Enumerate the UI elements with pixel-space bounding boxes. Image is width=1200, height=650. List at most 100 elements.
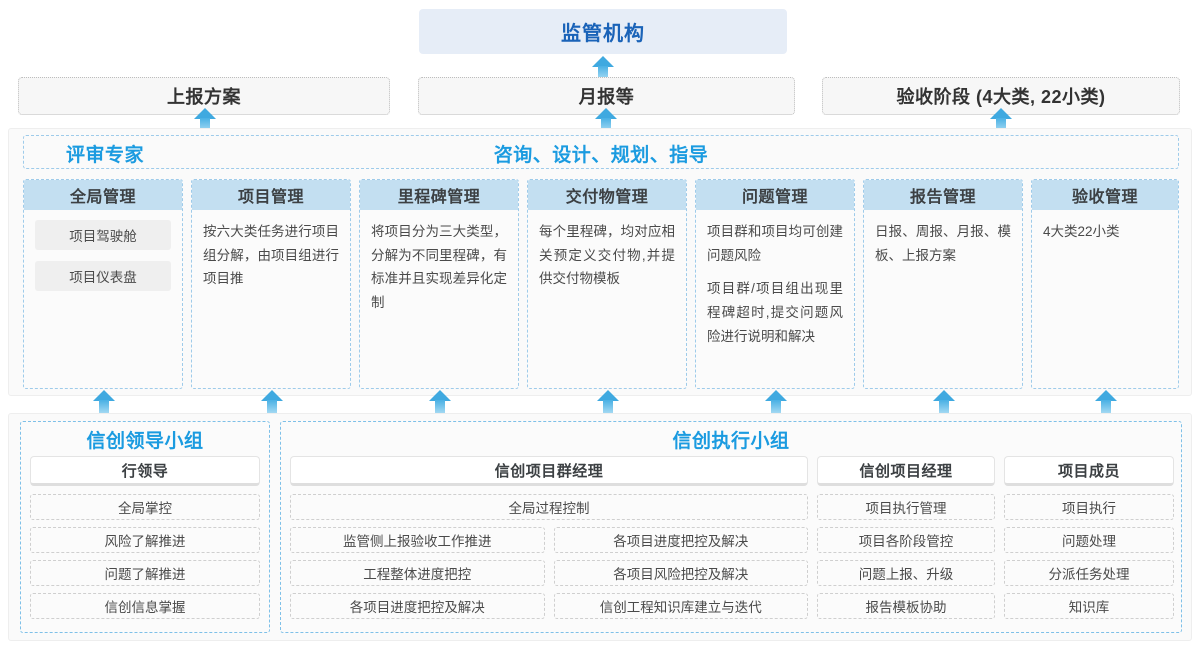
column-title: 报告管理 xyxy=(864,180,1022,210)
role-column-bank-leader: 行领导 全局掌控 风险了解推进 问题了解推进 信创信息掌握 xyxy=(30,456,260,619)
arrow-shaft xyxy=(267,400,277,414)
band-label-consulting: 咨询、设计、规划、指导 xyxy=(493,144,709,166)
team-group-leadership: 信创领导小组 行领导 全局掌控 风险了解推进 问题了解推进 信创信息掌握 xyxy=(20,421,270,633)
task-item: 问题上报、升级 xyxy=(817,560,995,586)
arrow-head-icon xyxy=(933,390,955,401)
column-paragraph: 按六大类任务进行项目组分解，由项目组进行项目推 xyxy=(203,224,339,287)
arrow-up-to-report-1 xyxy=(595,108,617,132)
task-item: 全局掌控 xyxy=(30,494,260,520)
role-columns: 行领导 全局掌控 风险了解推进 问题了解推进 信创信息掌握 xyxy=(21,456,269,619)
arrow-head-icon xyxy=(597,390,619,401)
column-body: 将项目分为三大类型，分解为不同里程碑，有标准并且实现差异化定制 xyxy=(360,210,518,323)
column-body: 按六大类任务进行项目组分解，由项目组进行项目推 xyxy=(192,210,350,299)
arrow-up-to-column-1 xyxy=(261,390,283,414)
management-column-deliverable: 交付物管理 每个里程碑，均对应相关预定义交付物,并提供交付物模板 xyxy=(527,179,687,389)
column-paragraph: 项目群/项目组出现里程碑超时,提交问题风险进行说明和解决 xyxy=(707,281,843,344)
task-item: 风险了解推进 xyxy=(30,527,260,553)
task-subcolumn-right: 各项目进度把控及解决 各项目风险把控及解决 信创工程知识库建立与迭代 xyxy=(553,527,808,619)
column-body: 日报、周报、月报、模板、上报方案 xyxy=(864,210,1022,275)
arrow-head-icon xyxy=(261,390,283,401)
column-body: 项目驾驶舱 项目仪表盘 xyxy=(24,210,182,310)
column-title: 交付物管理 xyxy=(528,180,686,210)
column-paragraph: 4大类22小类 xyxy=(1043,224,1120,239)
arrow-up-to-column-0 xyxy=(93,390,115,414)
arrow-shaft xyxy=(939,400,949,414)
management-column-global: 全局管理 项目驾驶舱 项目仪表盘 xyxy=(23,179,183,389)
task-item: 各项目进度把控及解决 xyxy=(290,593,545,619)
task-item-full-width: 全局过程控制 xyxy=(290,494,808,520)
task-item: 报告模板协助 xyxy=(817,593,995,619)
arrow-up-to-column-2 xyxy=(429,390,451,414)
arrow-shaft xyxy=(99,400,109,414)
report-label: 上报方案 xyxy=(167,87,241,107)
column-paragraph: 项目群和项目均可创建问题风险 xyxy=(707,224,843,263)
regulator-label: 监管机构 xyxy=(561,23,645,45)
arrow-shaft xyxy=(601,118,611,132)
arrow-shaft xyxy=(603,400,613,414)
role-title: 信创项目经理 xyxy=(817,456,995,486)
task-item: 知识库 xyxy=(1004,593,1174,619)
arrow-head-icon xyxy=(1095,390,1117,401)
team-group-execution: 信创执行小组 信创项目群经理 全局过程控制 监管侧上报验收工作推进 工程整体进度… xyxy=(280,421,1182,633)
arrow-head-icon xyxy=(595,108,617,119)
arrow-shaft xyxy=(771,400,781,414)
role-column-project-members: 项目成员 项目执行 问题处理 分派任务处理 知识库 xyxy=(1004,456,1174,619)
arrow-shaft xyxy=(598,66,608,80)
advisory-band: 评审专家 咨询、设计、规划、指导 xyxy=(23,135,1179,169)
group-title: 信创执行小组 xyxy=(672,430,790,452)
arrow-head-icon xyxy=(765,390,787,401)
column-title: 问题管理 xyxy=(696,180,854,210)
task-item: 信创工程知识库建立与迭代 xyxy=(553,593,808,619)
task-split-row: 监管侧上报验收工作推进 工程整体进度把控 各项目进度把控及解决 各项目进度把控及… xyxy=(290,527,808,619)
arrow-head-icon xyxy=(194,108,216,119)
arrow-up-to-column-5 xyxy=(933,390,955,414)
task-item: 工程整体进度把控 xyxy=(290,560,545,586)
arrow-head-icon xyxy=(93,390,115,401)
task-item: 各项目风险把控及解决 xyxy=(553,560,808,586)
column-title: 项目管理 xyxy=(192,180,350,210)
task-item: 信创信息掌握 xyxy=(30,593,260,619)
arrow-shaft xyxy=(1101,400,1111,414)
management-panel: 评审专家 咨询、设计、规划、指导 全局管理 项目驾驶舱 项目仪表盘 项目管理 按… xyxy=(8,128,1192,396)
task-item: 项目各阶段管控 xyxy=(817,527,995,553)
role-title: 信创项目群经理 xyxy=(290,456,808,486)
arrow-up-to-column-3 xyxy=(597,390,619,414)
band-label-review-experts: 评审专家 xyxy=(66,144,145,166)
column-title: 全局管理 xyxy=(24,180,182,210)
arrow-up-to-column-4 xyxy=(765,390,787,414)
task-item: 问题了解推进 xyxy=(30,560,260,586)
column-chip: 项目仪表盘 xyxy=(35,261,171,291)
arrow-head-icon xyxy=(990,108,1012,119)
management-column-acceptance: 验收管理 4大类22小类 xyxy=(1031,179,1179,389)
arrow-up-to-regulator xyxy=(592,56,614,80)
management-column-issue: 问题管理 项目群和项目均可创建问题风险 项目群/项目组出现里程碑超时,提交问题风… xyxy=(695,179,855,389)
arrow-up-to-report-0 xyxy=(194,108,216,132)
task-item: 各项目进度把控及解决 xyxy=(553,527,808,553)
report-label: 月报等 xyxy=(578,87,635,107)
column-title: 里程碑管理 xyxy=(360,180,518,210)
teams-panel: 信创领导小组 行领导 全局掌控 风险了解推进 问题了解推进 信创信息掌握 信创执… xyxy=(8,413,1192,641)
arrow-shaft xyxy=(435,400,445,414)
task-subcolumn-left: 监管侧上报验收工作推进 工程整体进度把控 各项目进度把控及解决 xyxy=(290,527,545,619)
role-title: 项目成员 xyxy=(1004,456,1174,486)
arrow-shaft xyxy=(996,118,1006,132)
management-column-report: 报告管理 日报、周报、月报、模板、上报方案 xyxy=(863,179,1023,389)
management-column-project: 项目管理 按六大类任务进行项目组分解，由项目组进行项目推 xyxy=(191,179,351,389)
task-item: 项目执行管理 xyxy=(817,494,995,520)
report-label: 验收阶段 (4大类, 22小类) xyxy=(896,87,1106,107)
task-item: 项目执行 xyxy=(1004,494,1174,520)
task-item: 分派任务处理 xyxy=(1004,560,1174,586)
column-paragraph: 每个里程碑，均对应相关预定义交付物,并提供交付物模板 xyxy=(539,224,675,287)
column-body: 项目群和项目均可创建问题风险 项目群/项目组出现里程碑超时,提交问题风险进行说明… xyxy=(696,210,854,356)
column-body: 4大类22小类 xyxy=(1032,210,1178,252)
column-paragraph: 日报、周报、月报、模板、上报方案 xyxy=(875,224,1011,263)
task-item: 问题处理 xyxy=(1004,527,1174,553)
role-title: 行领导 xyxy=(30,456,260,486)
column-chip: 项目驾驶舱 xyxy=(35,220,171,250)
role-column-project-manager: 信创项目经理 项目执行管理 项目各阶段管控 问题上报、升级 报告模板协助 xyxy=(817,456,995,619)
column-title: 验收管理 xyxy=(1032,180,1178,210)
arrow-up-to-column-6 xyxy=(1095,390,1117,414)
column-paragraph: 将项目分为三大类型，分解为不同里程碑，有标准并且实现差异化定制 xyxy=(371,224,507,310)
column-body: 每个里程碑，均对应相关预定义交付物,并提供交付物模板 xyxy=(528,210,686,299)
